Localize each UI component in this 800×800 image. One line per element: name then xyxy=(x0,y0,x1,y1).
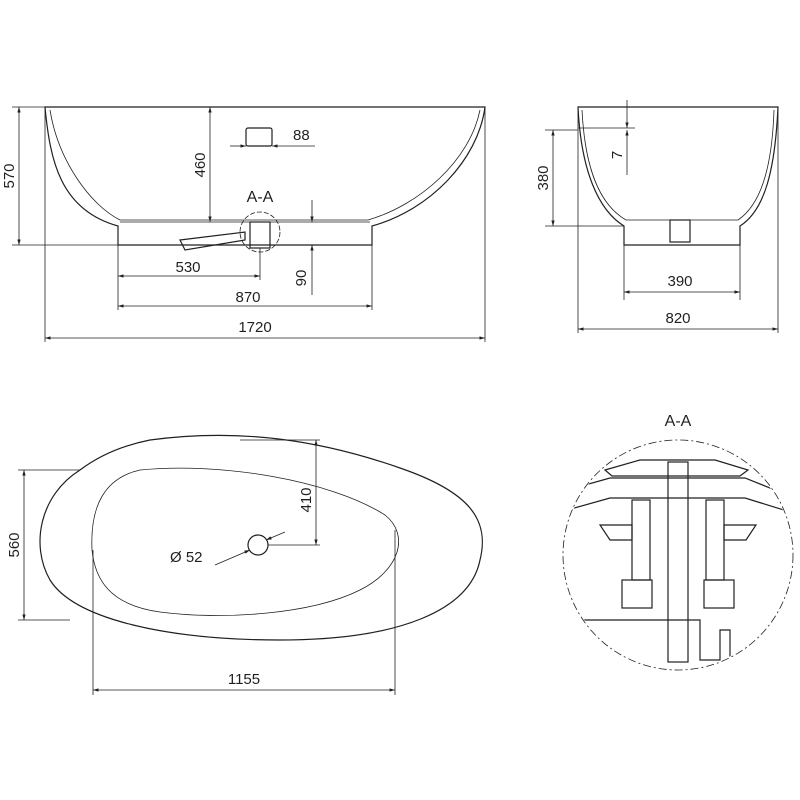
detail-body-right xyxy=(705,499,725,581)
dim-base-height: 90 xyxy=(293,270,310,287)
detail-nut-left xyxy=(598,524,633,541)
dim-drain-offset: 530 xyxy=(175,259,200,276)
detail-basin-floor xyxy=(564,477,792,516)
drain-pipe xyxy=(179,231,246,251)
drain-body xyxy=(249,221,271,249)
top-outer-rim xyxy=(39,434,484,641)
drain-hole xyxy=(247,534,269,556)
front-view: 570 460 88 A-A 530 870 90 1720 xyxy=(1,106,486,342)
dim-top-width: 560 xyxy=(6,532,23,557)
top-view: 560 410 Ø 52 1155 xyxy=(6,434,484,695)
dim-height-total: 570 xyxy=(1,163,18,188)
dim-inner-depth: 460 xyxy=(192,152,209,177)
dim-drain-diameter: Ø 52 xyxy=(170,549,203,566)
detail-plug-cap xyxy=(603,459,750,477)
dim-overflow: 88 xyxy=(293,127,310,144)
detail-body-left xyxy=(631,499,651,581)
detail-nut-right xyxy=(723,524,758,541)
dim-side-top: 7 xyxy=(609,151,626,159)
detail-title: A-A xyxy=(665,413,692,430)
detail-circle xyxy=(562,439,794,671)
section-circle xyxy=(239,211,281,253)
dim-base-length: 870 xyxy=(235,289,260,306)
detail-stem xyxy=(667,461,689,663)
dim-side-base: 390 xyxy=(667,273,692,290)
side-drain xyxy=(669,219,691,243)
overflow-cap xyxy=(245,127,273,147)
detail-clamp-left xyxy=(621,579,653,609)
dim-side-total: 820 xyxy=(665,310,690,327)
dim-total-length: 1720 xyxy=(238,319,271,336)
front-tub-inner xyxy=(49,109,481,221)
front-tub-shell xyxy=(44,106,486,246)
dim-inner-length: 1155 xyxy=(228,671,260,688)
side-tub-inner xyxy=(581,109,775,221)
dim-side-height: 380 xyxy=(535,165,552,190)
detail-clamp-right xyxy=(703,579,735,609)
dim-drain-position: 410 xyxy=(298,487,315,512)
top-inner-basin xyxy=(91,467,400,616)
detail-outlet-pipe xyxy=(570,619,731,669)
section-label: A-A xyxy=(247,189,274,206)
side-view: 380 7 390 820 xyxy=(535,100,779,333)
detail-view: A-A xyxy=(562,413,794,671)
